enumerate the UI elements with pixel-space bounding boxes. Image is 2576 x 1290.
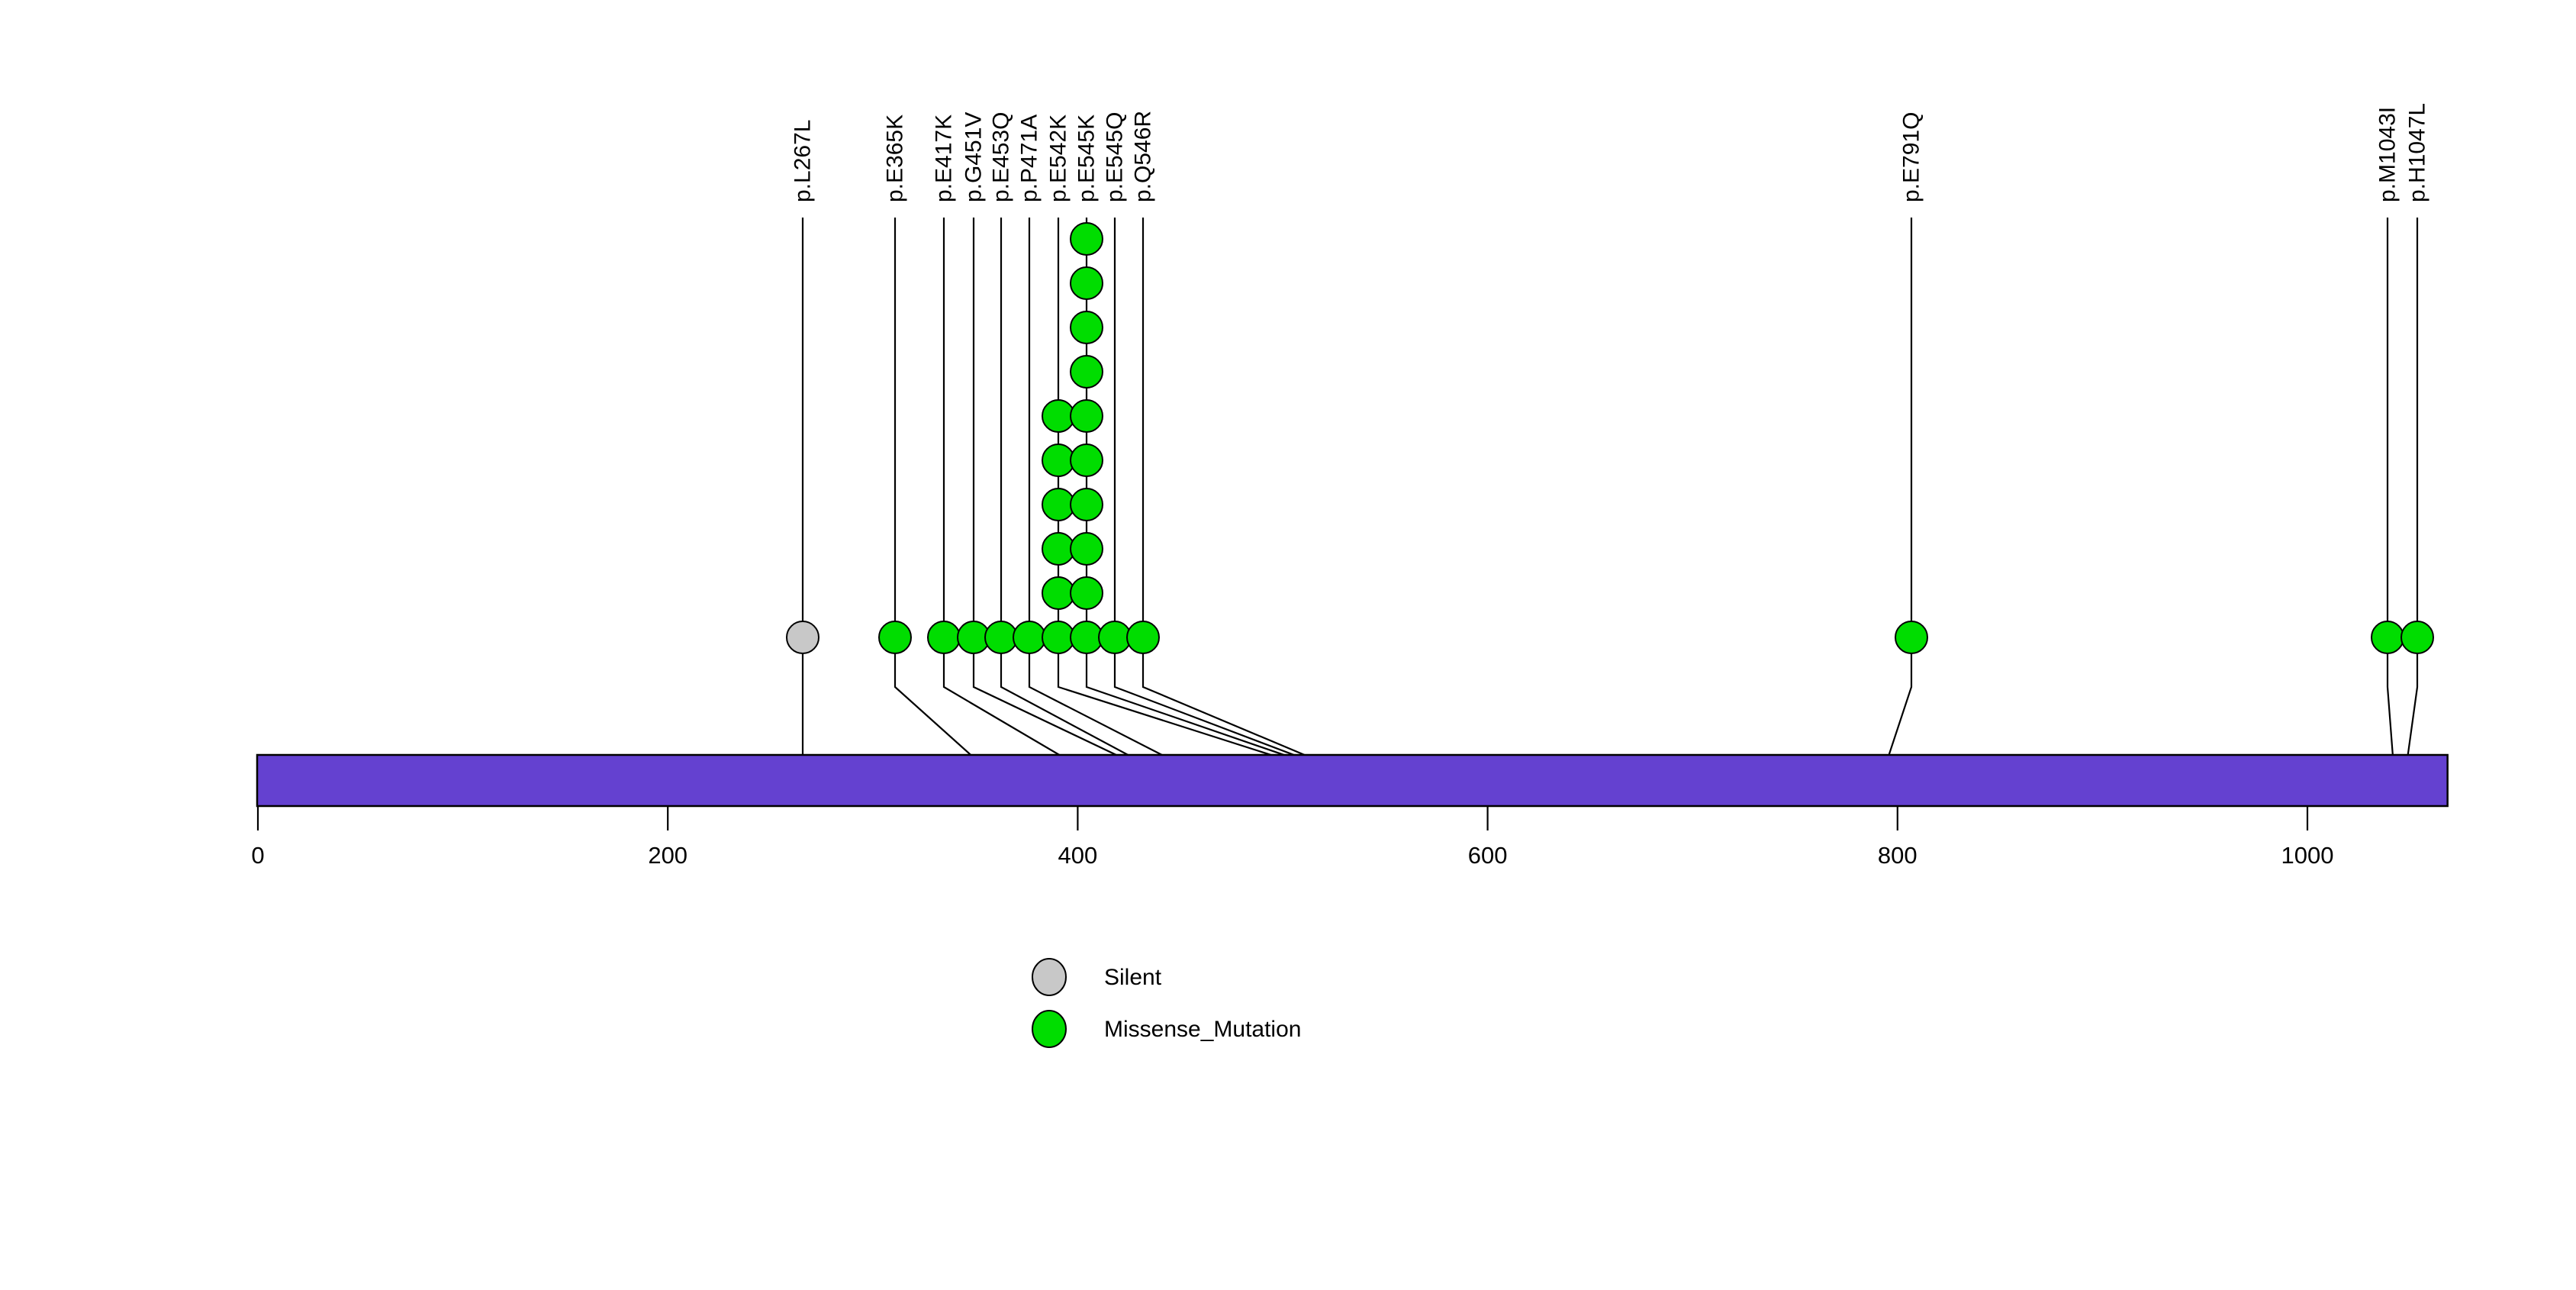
lollipop-stem — [1877, 218, 1913, 806]
mutation-label: p.E545Q — [1103, 112, 1128, 202]
mutation-dot[interactable] — [1042, 443, 1075, 477]
mutation-dot[interactable] — [1098, 621, 1132, 654]
mutation-label: p.G451V — [961, 112, 987, 202]
mutation-label: p.E542K — [1046, 114, 1071, 202]
mutation-dot[interactable] — [1013, 621, 1046, 654]
mutation-label: p.E417K — [932, 114, 957, 202]
mutation-dot[interactable] — [1070, 621, 1103, 654]
mutation-label: p.E453Q — [989, 112, 1014, 202]
mutation-dot[interactable] — [1070, 311, 1103, 344]
mutation-dot[interactable] — [1070, 355, 1103, 389]
mutation-label: p.E545K — [1074, 114, 1100, 202]
protein-backbone-group — [256, 753, 2449, 808]
mutation-dot[interactable] — [927, 621, 961, 654]
lollipop-stem — [2402, 218, 2419, 806]
mutation-dot[interactable] — [1070, 532, 1103, 566]
mutation-dot[interactable] — [984, 621, 1018, 654]
legend-swatch[interactable] — [1032, 958, 1067, 996]
mutation-dot[interactable] — [1042, 399, 1075, 433]
mutation-label: p.P471A — [1017, 114, 1042, 202]
mutation-label: p.L267L — [791, 120, 816, 202]
mutation-dot[interactable] — [1070, 443, 1103, 477]
lollipop-stem — [2386, 218, 2397, 806]
mutation-dot[interactable] — [2401, 621, 2434, 654]
mutation-dot[interactable] — [1042, 532, 1075, 566]
x-axis-tick-label: 800 — [1878, 842, 1918, 869]
mutation-dot[interactable] — [1042, 576, 1075, 610]
mutation-dot[interactable] — [1070, 576, 1103, 610]
mutation-dot[interactable] — [1126, 621, 1160, 654]
mutation-dot[interactable] — [878, 621, 912, 654]
mutation-dot[interactable] — [786, 621, 819, 654]
protein-backbone-bar — [256, 753, 2449, 808]
x-axis-tick-label: 1000 — [2281, 842, 2334, 869]
legend-swatch[interactable] — [1032, 1010, 1067, 1048]
lollipop-stem — [894, 218, 1007, 806]
mutation-dot[interactable] — [1070, 266, 1103, 300]
mutation-label: p.H1047L — [2405, 103, 2430, 202]
mutation-label: p.E791Q — [1899, 112, 1924, 202]
mutation-dot[interactable] — [1070, 222, 1103, 256]
x-axis-tick-label: 400 — [1058, 842, 1098, 869]
mutation-dot[interactable] — [1070, 399, 1103, 433]
x-axis-tick-label: 0 — [251, 842, 264, 869]
mutation-dot[interactable] — [1042, 621, 1075, 654]
x-axis-group: 0 200 400 600 800 1000 — [251, 806, 2333, 869]
lollipop-stem — [1085, 218, 1377, 806]
legend-label: Missense_Mutation — [1104, 1017, 1301, 1042]
x-axis-tick-label: 600 — [1468, 842, 1508, 869]
mutation-label: p.Q546R — [1131, 111, 1156, 202]
mutation-dot[interactable] — [1895, 621, 1928, 654]
mutation-dot[interactable] — [1042, 488, 1075, 521]
mutation-label: p.E365K — [883, 114, 908, 202]
lollipop-stem — [1057, 218, 1370, 806]
mutation-dot[interactable] — [2371, 621, 2404, 654]
mutation-dot[interactable] — [1070, 488, 1103, 521]
mutation-label: p.M1043I — [2375, 107, 2401, 202]
lollipop-dots-group — [786, 222, 2434, 654]
x-axis-tick-label: 200 — [648, 842, 687, 869]
legend-label: Silent — [1104, 965, 1162, 990]
